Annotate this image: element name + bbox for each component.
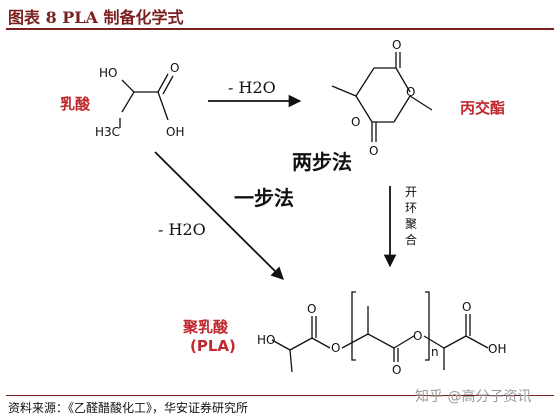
lactide-label: 丙交酯 xyxy=(460,99,506,117)
lactide-carbonyl-o-bottom: O xyxy=(369,144,378,158)
pla-structure xyxy=(271,291,489,373)
ring-opening-char: 环 xyxy=(404,201,417,215)
title-bar: 图表 8 PLA 制备化学式 xyxy=(0,0,557,30)
footer-divider xyxy=(6,395,554,396)
pla-ester-o-left: O xyxy=(331,341,340,355)
pla-repeat-count: n xyxy=(431,345,439,359)
title-underline xyxy=(6,28,554,30)
lactide-ring-o-left: O xyxy=(351,115,360,129)
pla-ester-o-right: O xyxy=(413,329,422,343)
lactic-acid-oh-label: OH xyxy=(166,125,184,139)
ring-opening-char: 合 xyxy=(404,233,417,247)
pla-abbr-label: (PLA) xyxy=(190,337,236,355)
lactide-ring-o-right: O xyxy=(406,85,415,99)
ring-opening-char: 聚 xyxy=(404,217,417,231)
lactic-acid-structure xyxy=(119,73,174,128)
pla-end-acid-label: OH xyxy=(488,342,506,356)
one-step-arrow xyxy=(154,151,284,280)
lactic-hydroxyl-label: HO xyxy=(99,66,117,80)
lactic-acid-label: 乳酸 xyxy=(60,95,91,113)
pla-name-label: 聚乳酸 xyxy=(183,318,229,336)
watermark: 知乎 @高分子资讯 xyxy=(415,389,532,405)
one-step-label: 一步法 xyxy=(234,186,294,210)
two-step-label: 两步法 xyxy=(292,150,352,174)
water-loss-left-label: - H2O xyxy=(158,220,206,239)
pla-carbonyl-o-left: O xyxy=(307,302,316,316)
lactide-structure xyxy=(331,52,433,142)
source-note: 资料来源：《乙醛醋酸化工》，华安证券研究所 xyxy=(8,401,249,415)
ring-opening-label: 开 环 聚 合 xyxy=(403,184,419,248)
lactic-carbonyl-o-label: O xyxy=(170,61,179,75)
pla-end-hydroxyl-label: HO xyxy=(257,333,275,347)
lactide-carbonyl-o-top: O xyxy=(392,38,401,52)
lactic-methyl-label: H3C xyxy=(95,125,120,139)
water-loss-top-label: - H2O xyxy=(228,78,276,97)
pla-carbonyl-o-repeat: O xyxy=(392,363,401,377)
pla-carbonyl-o-right: O xyxy=(462,300,471,314)
figure-title: 图表 8 PLA 制备化学式 xyxy=(8,8,184,27)
ring-opening-char: 开 xyxy=(404,185,417,199)
